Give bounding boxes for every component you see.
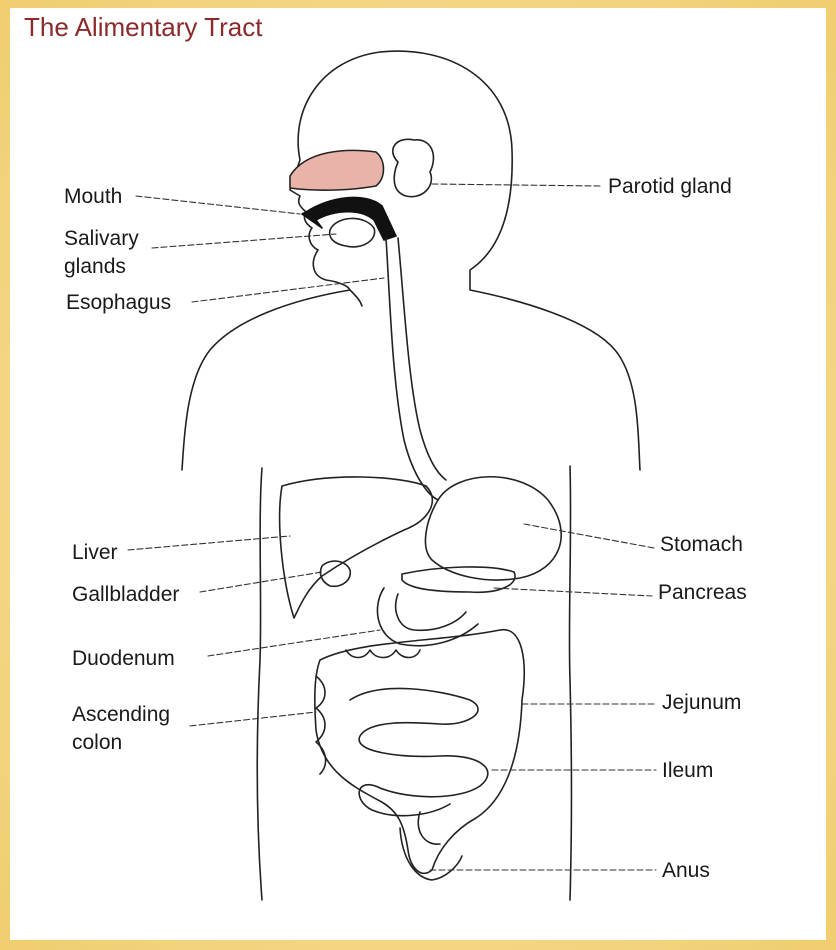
- label-anus: Anus: [662, 858, 710, 884]
- label-pancreas: Pancreas: [658, 580, 747, 606]
- parotid-gland-shape: [393, 139, 434, 196]
- salivary-gland-shape: [330, 218, 375, 246]
- esophagus-shape: [386, 238, 446, 500]
- label-esophagus: Esophagus: [66, 290, 171, 316]
- liver-shape: [280, 477, 433, 618]
- neck-line: [350, 290, 362, 306]
- stomach-shape: [425, 477, 561, 580]
- label-ileum: Ileum: [662, 758, 713, 784]
- colon-frame: [315, 630, 524, 874]
- label-duodenum: Duodenum: [72, 646, 175, 672]
- label-mouth: Mouth: [64, 184, 122, 210]
- duodenum-shape: [377, 588, 478, 646]
- ileum-loop: [418, 812, 440, 844]
- tongue-shape: [290, 150, 384, 190]
- label-liver: Liver: [72, 540, 118, 566]
- leader-lines: [128, 184, 656, 870]
- label-stomach: Stomach: [660, 532, 743, 558]
- diagram-title: The Alimentary Tract: [24, 12, 262, 43]
- label-ascending-line1: Ascending: [72, 702, 170, 728]
- label-jejunum: Jejunum: [662, 690, 741, 716]
- body-outline: [182, 51, 640, 470]
- label-salivary-line2: glands: [64, 254, 126, 280]
- label-salivary-line1: Salivary: [64, 226, 139, 252]
- label-parotid-gland: Parotid gland: [608, 174, 732, 200]
- label-ascending-line2: colon: [72, 730, 122, 756]
- label-gallbladder: Gallbladder: [72, 582, 179, 608]
